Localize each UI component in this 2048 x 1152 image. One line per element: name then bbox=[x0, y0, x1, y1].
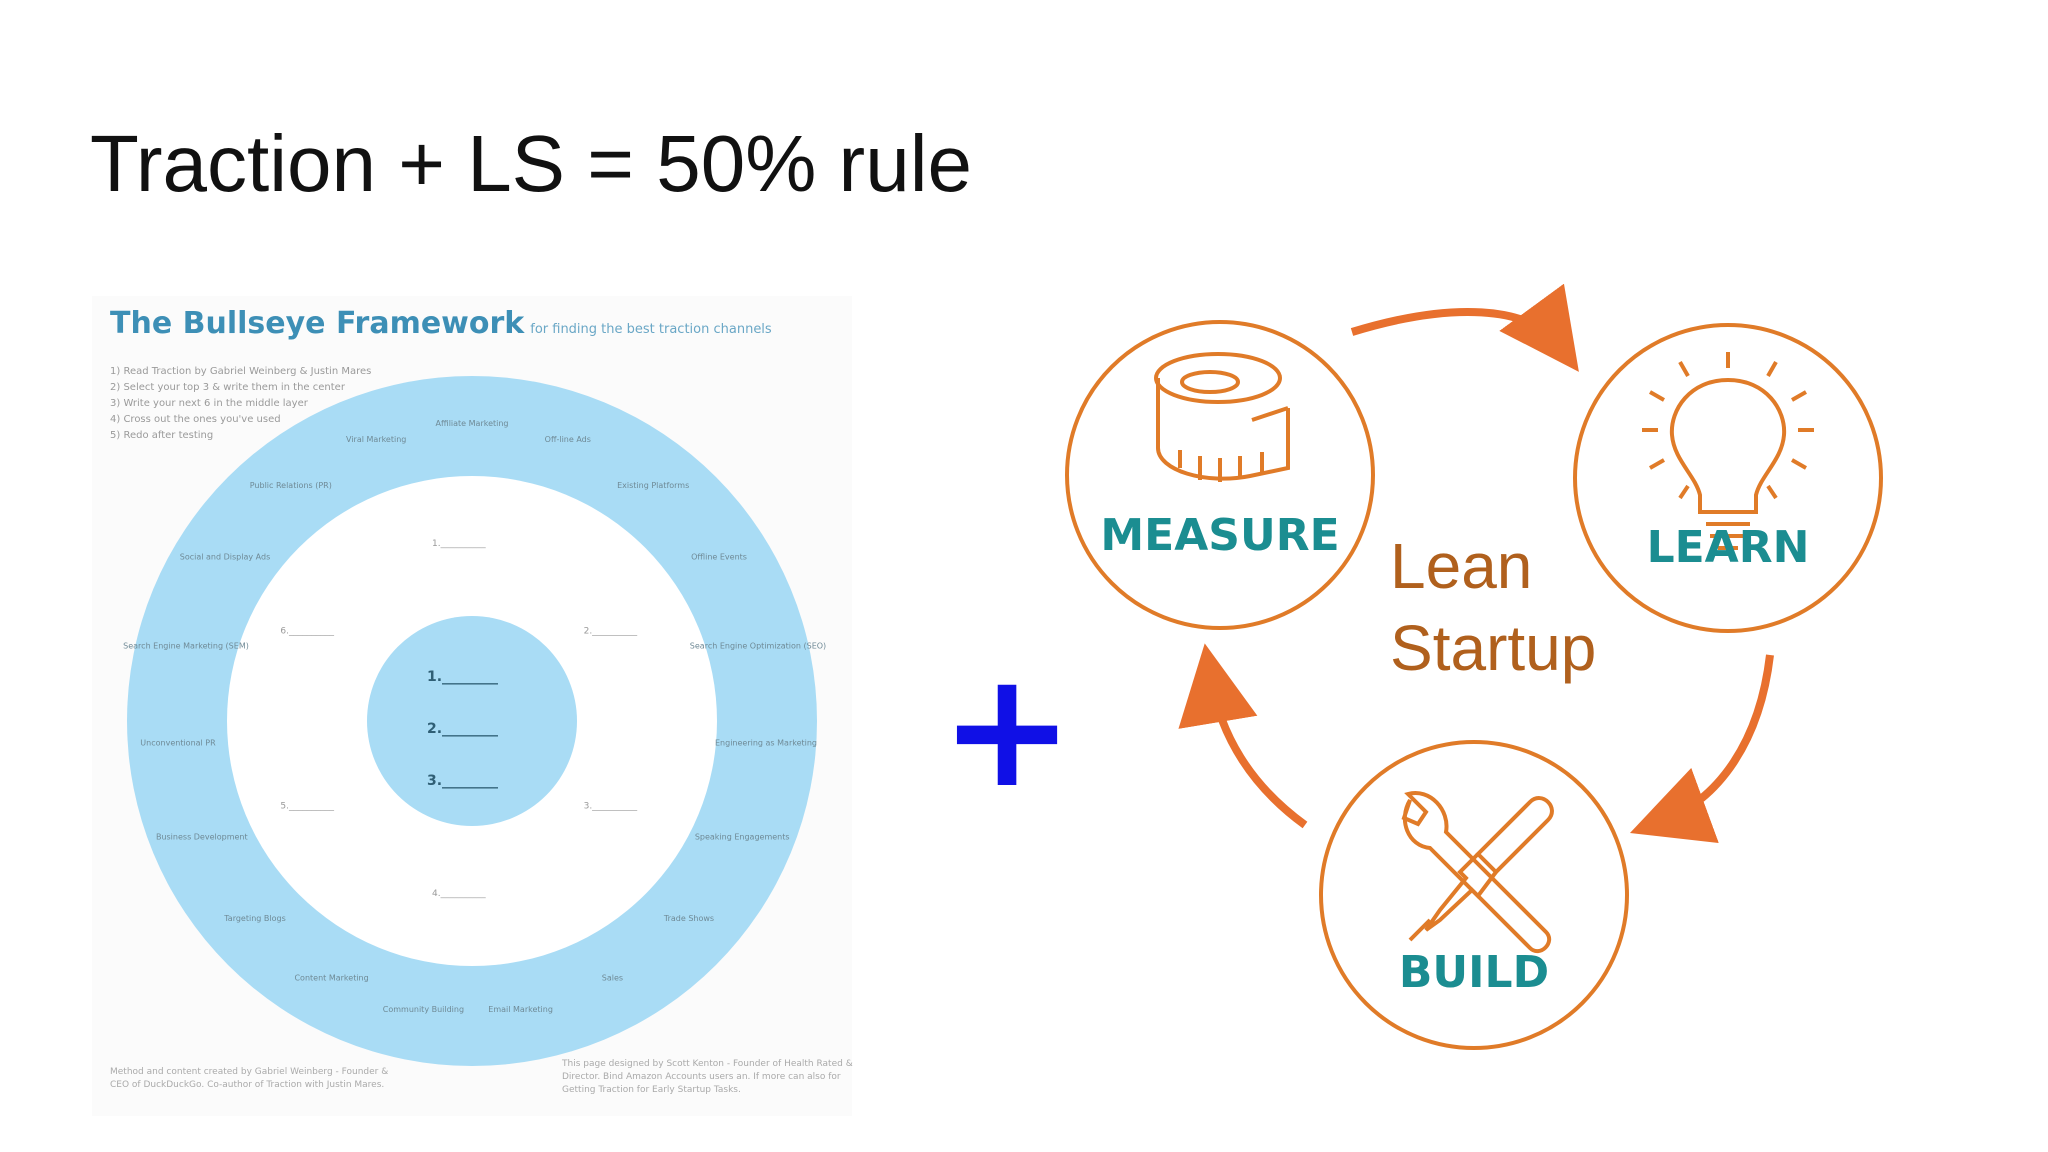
inner-blank-label: 2.________ bbox=[427, 721, 498, 737]
outer-channel-label: Affiliate Marketing bbox=[435, 419, 508, 428]
bullseye-step: 4) Cross out the ones you've used bbox=[110, 414, 281, 425]
outer-channel-label: Targeting Blogs bbox=[223, 914, 286, 923]
wrench-screwdriver-icon bbox=[1401, 791, 1554, 954]
outer-channel-label: Unconventional PR bbox=[140, 738, 216, 747]
bullseye-title: The Bullseye Framework for finding the be… bbox=[110, 306, 772, 341]
outer-channel-label: Search Engine Marketing (SEM) bbox=[123, 642, 249, 651]
learn-label: LEARN bbox=[1647, 522, 1810, 573]
learn-node: LEARN bbox=[1573, 323, 1883, 633]
lightbulb-icon bbox=[1642, 352, 1814, 550]
middle-blank-label: 2.__________ bbox=[584, 627, 638, 637]
lean-label-line1: Lean bbox=[1390, 530, 1533, 602]
outer-channel-label: Speaking Engagements bbox=[695, 833, 790, 842]
slide-title: Traction + LS = 50% rule bbox=[90, 119, 972, 208]
outer-channel-label: Business Development bbox=[156, 833, 248, 842]
middle-blank-label: 6.__________ bbox=[280, 627, 334, 637]
outer-channel-label: Public Relations (PR) bbox=[250, 481, 332, 490]
outer-channel-label: Existing Platforms bbox=[617, 481, 689, 490]
inner-blank-label: 1.________ bbox=[427, 669, 498, 685]
bullseye-footer-right: This page designed by Scott Kenton - Fou… bbox=[562, 1059, 853, 1095]
outer-channel-label: Sales bbox=[602, 973, 623, 982]
bullseye-subtitle: for finding the best traction channels bbox=[530, 322, 772, 337]
outer-channel-label: Content Marketing bbox=[294, 973, 368, 982]
inner-blank-label: 3.________ bbox=[427, 773, 498, 789]
middle-blank-label: 3.__________ bbox=[584, 802, 638, 812]
measure-label: MEASURE bbox=[1100, 510, 1339, 561]
lean-label-line2: Startup bbox=[1390, 612, 1597, 684]
build-node: BUILD bbox=[1319, 740, 1629, 1050]
bullseye-step: 2) Select your top 3 & write them in the… bbox=[110, 382, 345, 393]
outer-channel-label: Engineering as Marketing bbox=[715, 738, 817, 747]
bullseye-step: 3) Write your next 6 in the middle layer bbox=[110, 398, 308, 409]
outer-channel-label: Viral Marketing bbox=[346, 435, 406, 444]
lean-startup-cycle: MEASURE LEARN BUILD bbox=[1065, 283, 1883, 1050]
outer-channel-label: Off-line Ads bbox=[545, 435, 591, 444]
middle-blank-label: 4.__________ bbox=[432, 889, 486, 899]
build-label: BUILD bbox=[1399, 947, 1549, 998]
outer-channel-label: Community Building bbox=[383, 1005, 464, 1014]
bullseye-step: 1) Read Traction by Gabriel Weinberg & J… bbox=[110, 366, 372, 377]
bullseye-title-text: The Bullseye Framework bbox=[110, 306, 525, 341]
bullseye-footer-left: Method and content created by Gabriel We… bbox=[110, 1067, 389, 1090]
arrow-learn-to-build bbox=[1629, 654, 1774, 843]
bullseye-step: 5) Redo after testing bbox=[110, 430, 214, 441]
middle-blank-label: 5.__________ bbox=[280, 802, 334, 812]
lean-startup-label: Lean Startup bbox=[1390, 525, 1596, 689]
middle-blank-label: 1.__________ bbox=[432, 539, 486, 549]
outer-channel-label: Email Marketing bbox=[488, 1005, 553, 1014]
tape-measure-icon bbox=[1154, 352, 1290, 482]
measure-node: MEASURE bbox=[1065, 320, 1375, 630]
outer-channel-label: Social and Display Ads bbox=[180, 553, 270, 562]
arrow-build-to-measure bbox=[1178, 643, 1308, 829]
inner-circle bbox=[367, 616, 577, 826]
arrow-measure-to-learn bbox=[1350, 283, 1579, 372]
outer-channel-label: Search Engine Optimization (SEO) bbox=[690, 642, 826, 651]
outer-channel-label: Offline Events bbox=[691, 553, 747, 562]
outer-channel-label: Trade Shows bbox=[663, 914, 714, 923]
bullseye-framework-image: The Bullseye Framework for finding the be… bbox=[92, 296, 853, 1116]
